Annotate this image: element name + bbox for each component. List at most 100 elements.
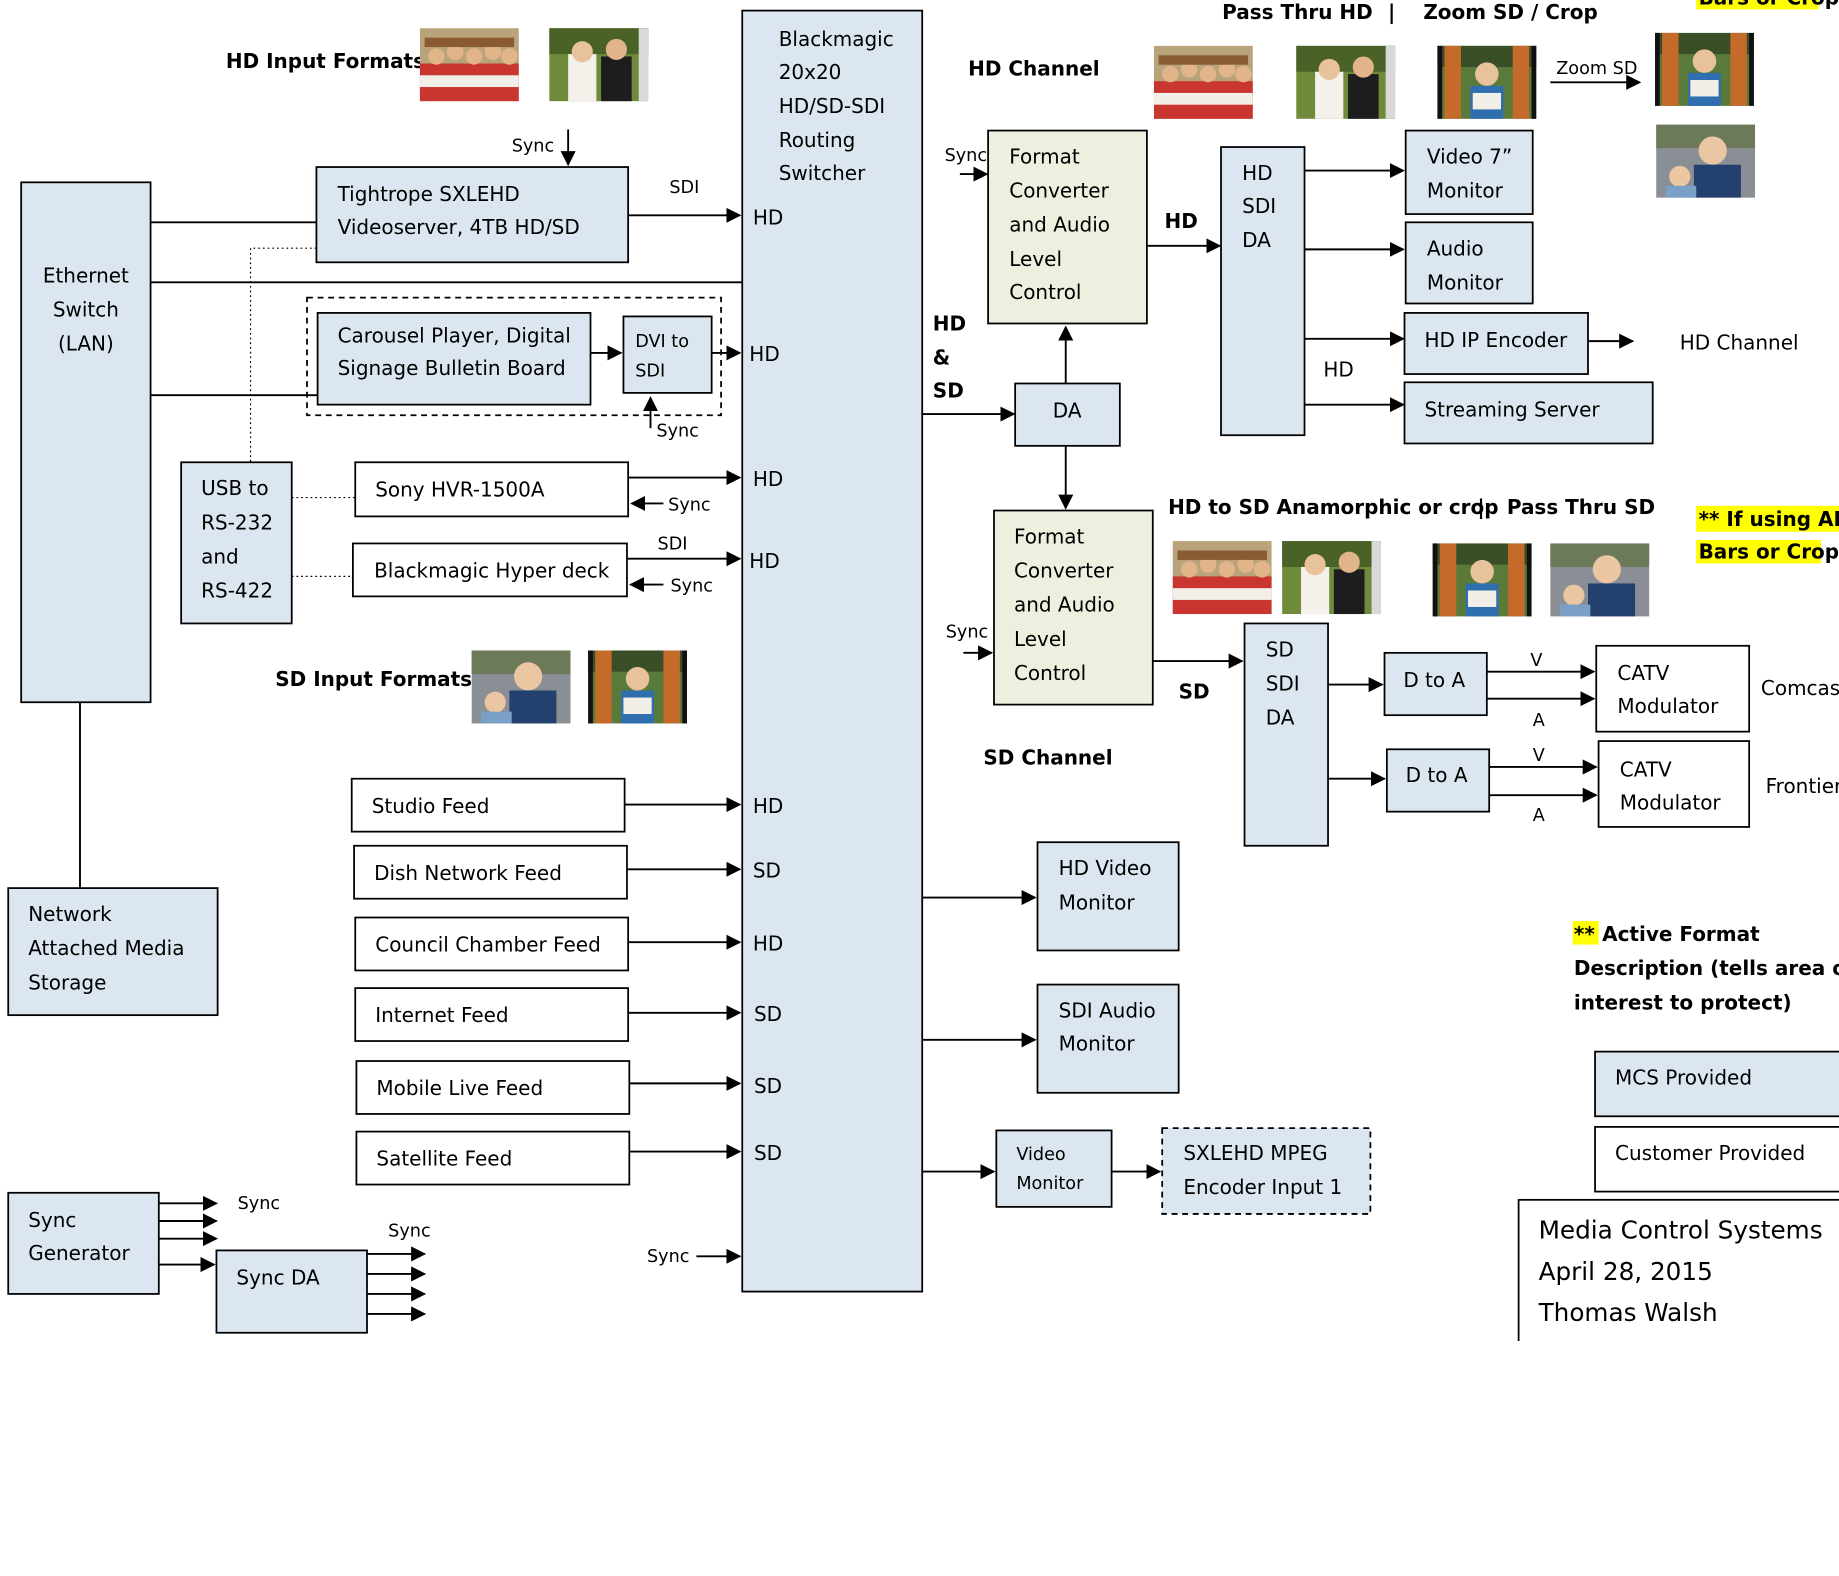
svg-text:Customer Provided: Customer Provided — [1615, 1141, 1805, 1165]
svg-text:HD: HD — [753, 206, 783, 230]
svg-text:Video 7”: Video 7” — [1427, 145, 1512, 169]
svg-text:HD: HD — [753, 931, 783, 955]
svg-text:Streaming Server: Streaming Server — [1424, 397, 1600, 421]
svg-text:Ethernet: Ethernet — [43, 263, 129, 287]
video-monitor: Video Monitor — [995, 1129, 1113, 1208]
svg-text:Videoserver, 4TB HD/SD: Videoserver, 4TB HD/SD — [338, 215, 580, 239]
d-to-a-2: D to A — [1385, 748, 1491, 813]
svg-text:Sync: Sync — [388, 1221, 430, 1241]
sony-hvr-deck: Sony HVR-1500A — [354, 461, 630, 518]
svg-text:Blackmagic Hyper deck: Blackmagic Hyper deck — [374, 559, 610, 583]
svg-text:SD: SD — [754, 1002, 782, 1026]
svg-text:HD: HD — [749, 342, 779, 366]
svg-text:Routing: Routing — [779, 128, 856, 152]
usb-to-rs-converter: USB to RS-232 and RS-422 — [180, 461, 293, 625]
svg-text:Mobile Live Feed: Mobile Live Feed — [376, 1076, 543, 1100]
svg-text:Control: Control — [1009, 280, 1081, 304]
svg-text:20x20: 20x20 — [779, 60, 842, 84]
svg-text:** If using AFD: ** If using AFD — [1699, 507, 1839, 531]
svg-text:DVI to: DVI to — [635, 332, 689, 352]
svg-text:Attached Media: Attached Media — [28, 936, 184, 960]
svg-text:HD: HD — [1165, 209, 1198, 233]
format-converter-hd: Format Converter and Audio Level Control — [987, 129, 1148, 325]
svg-text:Sync: Sync — [670, 577, 712, 597]
sync-generator: Sync Generator — [7, 1191, 160, 1295]
svg-text:Sync DA: Sync DA — [236, 1266, 320, 1290]
svg-text:Generator: Generator — [28, 1241, 130, 1265]
svg-text:HD to SD Anamorphic or crop: HD to SD Anamorphic or crop — [1168, 495, 1499, 519]
svg-text:Format: Format — [1014, 524, 1085, 548]
svg-text:and Audio: and Audio — [1014, 593, 1115, 617]
svg-text:Monitor: Monitor — [1059, 890, 1136, 914]
svg-text:Switcher: Switcher — [779, 161, 866, 185]
svg-text:Converter: Converter — [1014, 559, 1114, 583]
legend: MCS Provided Customer Provided — [1594, 1050, 1839, 1193]
svg-text:SXLEHD MPEG: SXLEHD MPEG — [1183, 1141, 1327, 1165]
network-attached-storage: Network Attached Media Storage — [7, 887, 219, 1017]
svg-text:Monitor: Monitor — [1016, 1174, 1084, 1194]
svg-text:Frontier: Frontier — [1766, 774, 1839, 798]
svg-text:Sync: Sync — [238, 1194, 280, 1214]
svg-text:Blackmagic: Blackmagic — [779, 27, 894, 51]
svg-text:A: A — [1533, 806, 1545, 826]
sync-label-tightrope: Sync — [512, 137, 554, 157]
svg-text:Storage: Storage — [28, 970, 106, 994]
svg-text:SDI: SDI — [635, 361, 665, 381]
hd-sdi-da: HD SDI DA — [1220, 146, 1306, 437]
svg-text:HD Video: HD Video — [1059, 856, 1152, 880]
catv-modulator-1: CATV Modulator — [1595, 644, 1751, 733]
audio-monitor: Audio Monitor — [1404, 221, 1534, 305]
svg-text:Thomas Walsh: Thomas Walsh — [1538, 1298, 1718, 1327]
svg-text:V: V — [1533, 746, 1545, 766]
svg-text:Monitor: Monitor — [1427, 270, 1504, 294]
svg-text:HD: HD — [753, 467, 783, 491]
distribution-amp: DA — [1014, 382, 1121, 447]
svg-text:RS-422: RS-422 — [201, 579, 273, 603]
svg-text:Media Control Systems: Media Control Systems — [1539, 1216, 1823, 1245]
sd-sdi-da: SD SDI DA — [1243, 622, 1329, 847]
sxlehd-mpeg-encoder: SXLEHD MPEG Encoder Input 1 — [1161, 1127, 1372, 1215]
svg-text:DA: DA — [1266, 706, 1295, 730]
svg-text:Description (tells area of: Description (tells area of — [1574, 956, 1839, 980]
svg-text:and: and — [201, 544, 239, 568]
format-converter-sd: Format Converter and Audio Level Control — [993, 509, 1154, 706]
svg-text:(LAN): (LAN) — [58, 332, 114, 356]
svg-text:HD: HD — [1242, 161, 1272, 185]
svg-text:HD: HD — [1323, 357, 1353, 381]
system-diagram: Ethernet Switch (LAN) Network Attached M… — [7, 0, 1839, 1341]
svg-text:&: & — [933, 346, 950, 370]
hd-video-monitor: HD Video Monitor — [1036, 841, 1180, 952]
svg-text:Modulator: Modulator — [1617, 694, 1719, 718]
svg-text:Bars or Crop: Bars or Crop — [1699, 540, 1839, 564]
svg-text:and Audio: and Audio — [1009, 213, 1110, 237]
svg-text:Internet Feed: Internet Feed — [375, 1003, 508, 1027]
svg-text:Format: Format — [1009, 145, 1080, 169]
svg-text:SD: SD — [754, 1141, 782, 1165]
svg-text:Tightrope SXLEHD: Tightrope SXLEHD — [337, 182, 520, 206]
svg-text:Pass Thru HD: Pass Thru HD — [1222, 0, 1373, 24]
svg-text:Satellite Feed: Satellite Feed — [376, 1147, 512, 1171]
svg-text:HD: HD — [749, 549, 779, 573]
svg-text:Dish Network Feed: Dish Network Feed — [374, 861, 562, 885]
svg-text:Carousel Player, Digital: Carousel Player, Digital — [338, 323, 571, 347]
svg-text:Sync: Sync — [945, 146, 987, 166]
svg-text:SDI Audio: SDI Audio — [1059, 998, 1156, 1022]
svg-text:HD Channel: HD Channel — [968, 56, 1100, 80]
svg-text:SD: SD — [1179, 680, 1210, 704]
svg-text:SD: SD — [754, 1074, 782, 1098]
catv-modulator-2: CATV Modulator — [1597, 740, 1751, 828]
streaming-server: Streaming Server — [1403, 381, 1654, 445]
svg-text:HD IP Encoder: HD IP Encoder — [1424, 328, 1568, 352]
svg-text:Converter: Converter — [1009, 179, 1109, 203]
svg-text:Comcast: Comcast — [1761, 676, 1839, 700]
svg-text:RS-232: RS-232 — [201, 510, 273, 534]
svg-text:Pass Thru SD: Pass Thru SD — [1507, 495, 1655, 519]
svg-text:HD Channel: HD Channel — [1680, 330, 1799, 354]
svg-text:DA: DA — [1053, 399, 1082, 423]
svg-text:Zoom SD: Zoom SD — [1556, 59, 1637, 79]
svg-text:Sony HVR-1500A: Sony HVR-1500A — [375, 477, 545, 501]
hyperdeck: Blackmagic Hyper deck — [352, 542, 628, 598]
svg-text:V: V — [1530, 651, 1542, 671]
svg-text:USB to: USB to — [201, 476, 268, 500]
svg-text:Active Format: Active Format — [1602, 922, 1760, 946]
